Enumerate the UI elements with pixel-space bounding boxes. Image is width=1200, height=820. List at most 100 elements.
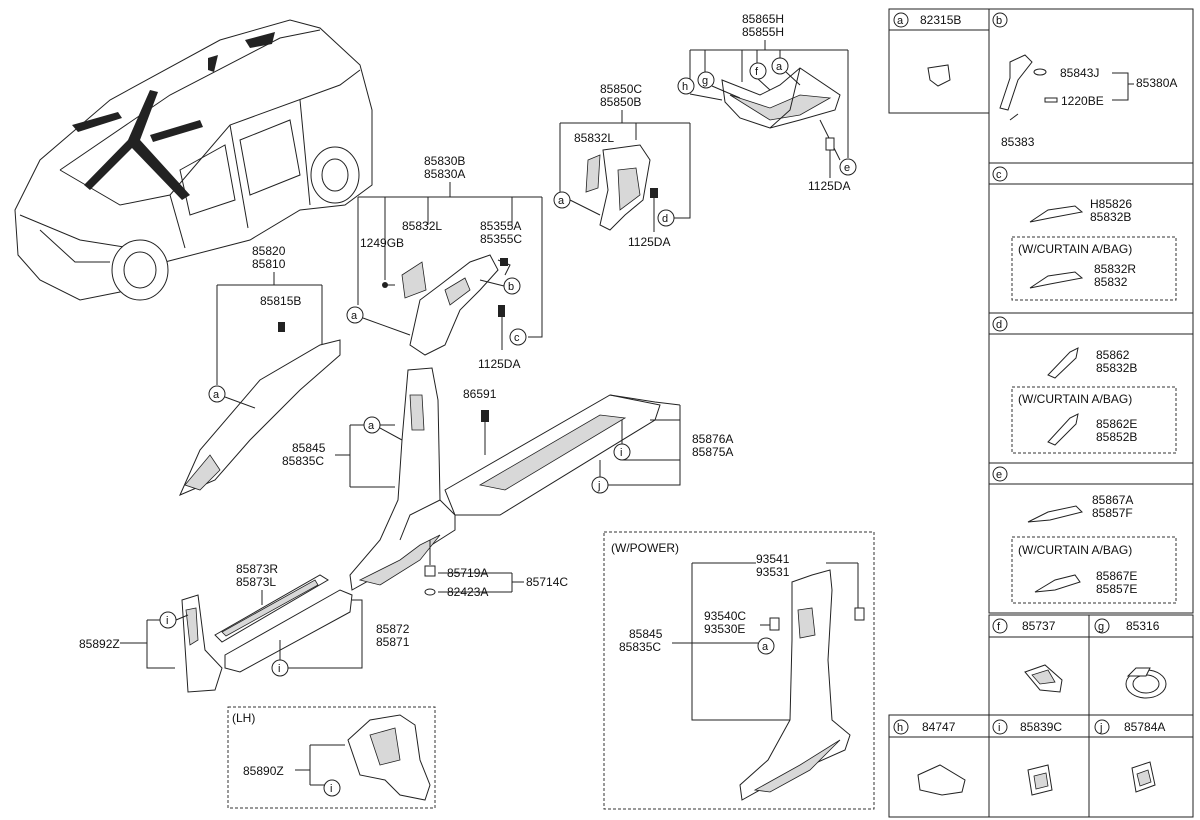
- side-b-p1: 85843J: [1060, 66, 1099, 80]
- kick-panel-group: 85892Z: [79, 594, 223, 693]
- rear-scuff-group: 86591 85876A 85875A: [444, 387, 733, 516]
- c-pillar-trim-label: 85832L: [574, 131, 614, 145]
- side-f-letter: f: [997, 621, 1001, 633]
- callout-a-bupper: a: [351, 310, 358, 322]
- side-a-letter: a: [897, 15, 904, 27]
- side-c-p1: H85826: [1090, 197, 1132, 211]
- c-pillar-group: 85850C 85850B 85832L 1125DA: [553, 82, 691, 249]
- callout-h-roof: h: [682, 81, 688, 93]
- lh-label: (LH): [232, 711, 255, 725]
- front-scuff-trim-label-2: 85873L: [236, 575, 276, 589]
- side-c-box-title: (W/CURTAIN A/BAG): [1018, 242, 1132, 256]
- a-clip-label: 85815B: [260, 294, 301, 308]
- callout-a-roof: a: [776, 61, 783, 73]
- callout-i-frontscuff: i: [278, 663, 280, 675]
- main-callout-letters: h g f a e a d a b c a a i j i i i a: [166, 61, 850, 795]
- vehicle-illustration: [14, 19, 373, 301]
- roof-fastener-label: 1125DA: [808, 179, 850, 193]
- side-e-letter: e: [996, 469, 1002, 481]
- side-g-part: 85316: [1126, 619, 1160, 633]
- washer-label: 82423A: [447, 585, 488, 599]
- side-g-letter: g: [1098, 621, 1104, 633]
- grommet-group: 85719A 82423A 85714C: [424, 540, 568, 599]
- front-scuff-group: 85873R 85873L 85872 85871: [214, 562, 410, 677]
- side-c-p2: 85832B: [1090, 210, 1131, 224]
- callout-g-roof: g: [702, 75, 708, 87]
- grommet-set-label: 85714C: [526, 575, 568, 589]
- b-pillar-upper-label-2: 85830A: [424, 167, 465, 181]
- callout-a-cpillar: a: [558, 195, 565, 207]
- c-pillar-label-2: 85850B: [600, 95, 641, 109]
- clip-86591-label: 86591: [463, 387, 497, 401]
- callout-e-roof: e: [844, 162, 850, 174]
- lh-part-label: 85890Z: [243, 764, 284, 778]
- a-pillar-label-1: 85820: [252, 244, 286, 258]
- scuff-rear-label-1: 85876A: [692, 432, 733, 446]
- b-pillar-lower-group: 85845 85835C: [282, 367, 456, 591]
- callout-i-scuff: i: [620, 447, 622, 459]
- grommet-label: 85719A: [447, 566, 488, 580]
- b-pillar-upper-label-1: 85830B: [424, 154, 465, 168]
- callout-i-lh: i: [330, 783, 332, 795]
- power-switch-label-2: 93530E: [704, 622, 745, 636]
- side-c-p4: 85832: [1094, 275, 1128, 289]
- roof-rail-label-2: 85855H: [742, 25, 784, 39]
- b-clip-label-1: 85355A: [480, 219, 521, 233]
- b-pillar-lower-label-1: 85845: [292, 441, 326, 455]
- roof-rail-group: 85865H 85855H 1125DA: [677, 12, 857, 193]
- front-scuff-label-2: 85871: [376, 635, 410, 649]
- side-d-p3: 85862E: [1096, 417, 1137, 431]
- power-top-label-1: 93541: [756, 552, 790, 566]
- side-d-box-title: (W/CURTAIN A/BAG): [1018, 392, 1132, 406]
- side-i-part: 85839C: [1020, 720, 1062, 734]
- lh-box: (LH) 85890Z: [227, 706, 436, 809]
- b-fastener-label: 1125DA: [478, 357, 520, 371]
- b-pillar-lower-label-2: 85835C: [282, 454, 324, 468]
- side-f-part: 85737: [1022, 619, 1056, 633]
- power-label: (W/POWER): [611, 541, 679, 555]
- side-c-p3: 85832R: [1094, 262, 1136, 276]
- power-box: (W/POWER) 93541 93531 93540C 93530E 8584…: [603, 531, 875, 810]
- side-j-part: 85784A: [1124, 720, 1165, 734]
- side-d-p4: 85852B: [1096, 430, 1137, 444]
- kick-panel-label: 85892Z: [79, 637, 120, 651]
- callout-a-apillar: a: [213, 389, 220, 401]
- side-c-letter: c: [996, 169, 1002, 181]
- side-e-p1: 85867A: [1092, 493, 1133, 507]
- power-switch-label-1: 93540C: [704, 609, 746, 623]
- side-b-p3: 1220BE: [1061, 94, 1104, 108]
- front-scuff-trim-label-1: 85873R: [236, 562, 278, 576]
- a-pillar-group: 85820 85810 85815B: [179, 244, 341, 496]
- scuff-rear-label-2: 85875A: [692, 445, 733, 459]
- side-b-letter: b: [996, 15, 1002, 27]
- side-i-letter: i: [998, 722, 1000, 734]
- roof-rail-label-1: 85865H: [742, 12, 784, 26]
- callout-a-blower: a: [368, 420, 375, 432]
- a-pillar-label-2: 85810: [252, 257, 286, 271]
- side-b-p4: 85383: [1001, 135, 1035, 149]
- side-j-letter: j: [1099, 722, 1102, 734]
- c-pillar-label-1: 85850C: [600, 82, 642, 96]
- side-d-p2: 85832B: [1096, 361, 1137, 375]
- side-h-letter: h: [897, 722, 903, 734]
- side-d-p1: 85862: [1096, 348, 1130, 362]
- callout-c-bupper: c: [514, 332, 520, 344]
- front-scuff-label-1: 85872: [376, 622, 410, 636]
- callout-b-bupper: b: [508, 281, 514, 293]
- callout-j-scuff: j: [597, 480, 600, 492]
- callout-f-roof: f: [755, 66, 759, 78]
- side-b-p2: 85380A: [1136, 76, 1177, 90]
- side-panel: a 82315B b 85843J 85380A 1220BE 85383 c …: [888, 8, 1194, 818]
- side-a-part: 82315B: [920, 13, 961, 27]
- callout-a-power: a: [762, 641, 769, 653]
- side-e-p2: 85857F: [1092, 506, 1133, 520]
- c-pillar-fastener-label: 1125DA: [628, 235, 670, 249]
- side-e-box-title: (W/CURTAIN A/BAG): [1018, 543, 1132, 557]
- side-e-p4: 85857E: [1096, 582, 1137, 596]
- side-d-letter: d: [996, 319, 1002, 331]
- power-pillar-label-2: 85835C: [619, 640, 661, 654]
- power-pillar-label-1: 85845: [629, 627, 663, 641]
- side-h-part: 84747: [922, 720, 956, 734]
- b-bolt-label: 1249GB: [360, 236, 404, 250]
